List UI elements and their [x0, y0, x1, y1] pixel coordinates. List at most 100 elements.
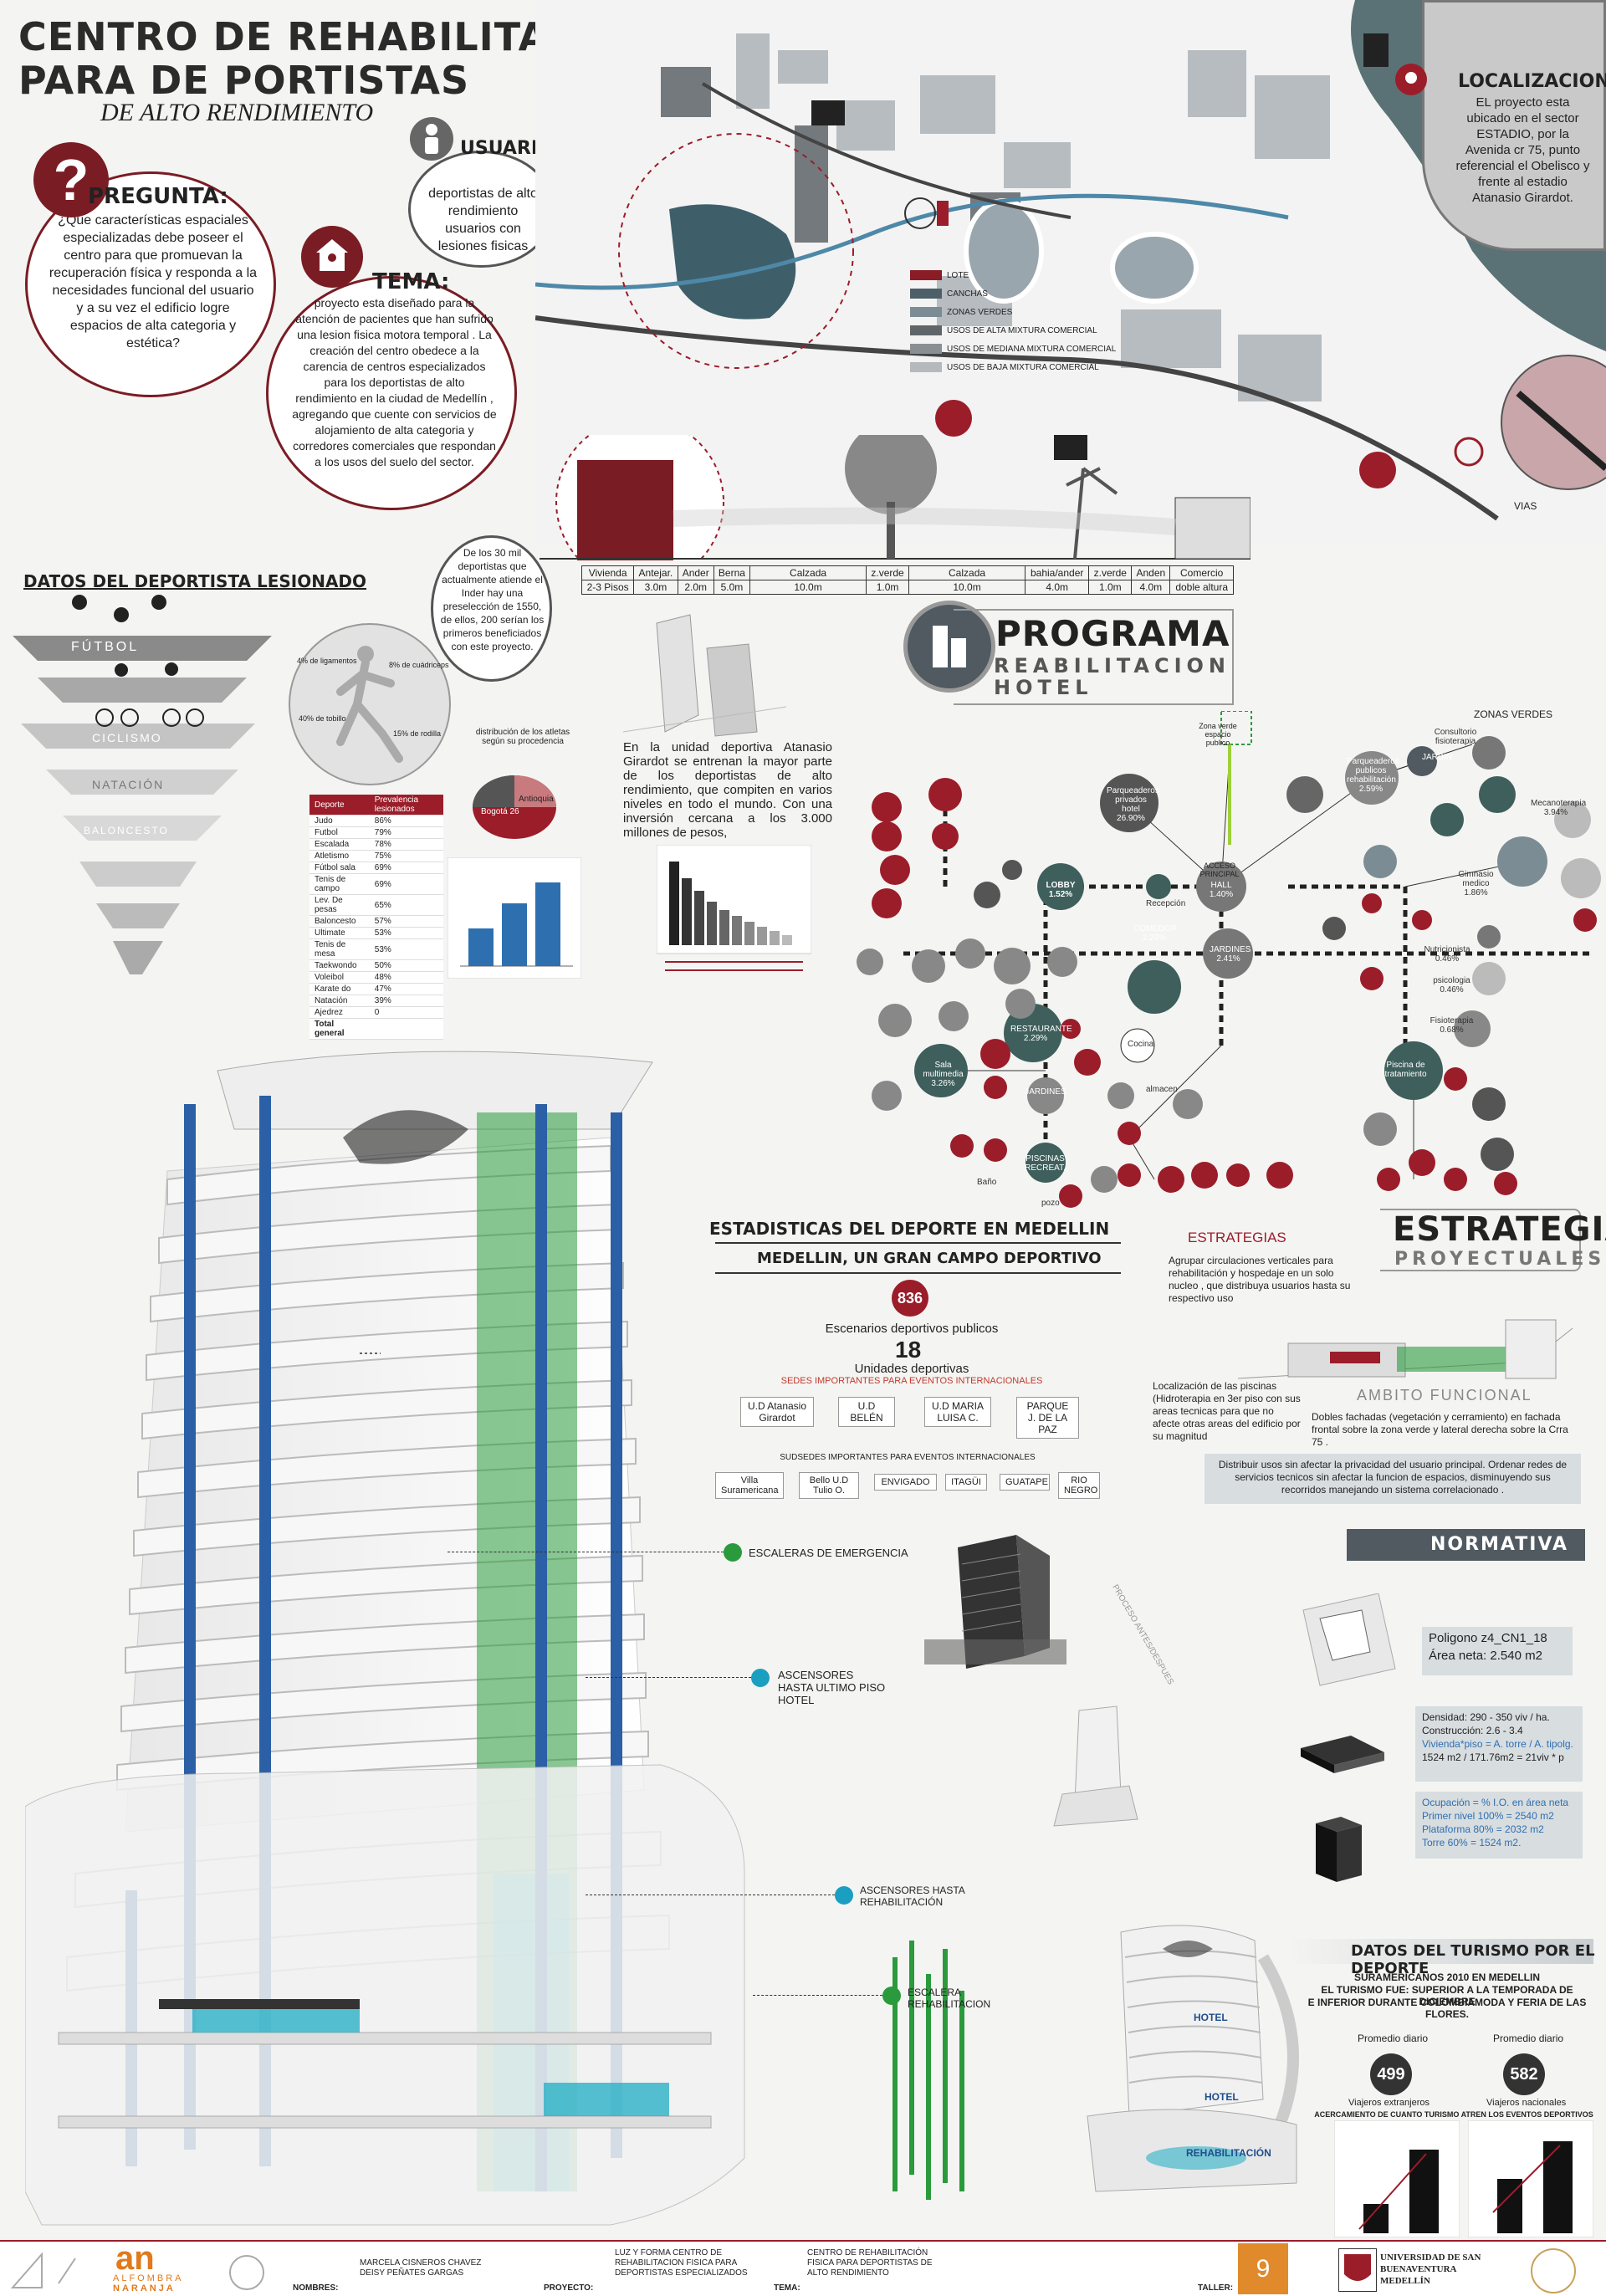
taller-label: TALLER: — [1198, 2283, 1234, 2293]
question-icon: ? — [33, 142, 109, 217]
logo-mark: an — [115, 2240, 155, 2277]
quality-seal-icon — [1531, 2248, 1576, 2293]
localizacion-text: EL proyecto esta ubicado en el sector ES… — [1455, 95, 1590, 205]
street-section — [540, 435, 1251, 560]
normativa-bar: NORMATIVA — [1347, 1529, 1585, 1561]
logo-line2: NARANJA — [113, 2283, 176, 2293]
legend-item: USOS DE ALTA MIXTURA COMERCIAL — [910, 321, 1116, 340]
programa-icon — [903, 601, 995, 693]
recepcion-label: Recepción — [1146, 899, 1186, 908]
logo-line1: ALFOMBRA — [113, 2273, 184, 2283]
parqueaderos2-node: Parqueaderos publicos rehabilitación 2.5… — [1347, 757, 1399, 794]
extranjeros-count: 499 — [1370, 2053, 1412, 2095]
fisioterapia-label: Fisioterapia 0.68% — [1430, 1016, 1474, 1035]
layer-baloncesto: BALONCESTO — [84, 825, 169, 836]
densidad-text: Densidad: 290 - 350 viv / ha. — [1422, 1711, 1550, 1723]
estadisticas-banner: MEDELLIN, UN GRAN CAMPO DEPORTIVO — [757, 1250, 1102, 1267]
legend-item: USOS DE MEDIANA MIXTURA COMERCIAL — [910, 340, 1116, 358]
psicologia-label: psicologia 0.46% — [1433, 976, 1470, 995]
subsede-box: Bello U.D Tulio O. — [799, 1472, 859, 1499]
turismo-bar — [1288, 1939, 1593, 1964]
construccion-text: Construcción: 2.6 - 3.4 — [1422, 1725, 1523, 1736]
escenarios-label: Escenarios deportivos publicos — [825, 1322, 999, 1336]
restaurante-node: RESTAURANTE 2.29% — [1010, 1025, 1072, 1043]
university-crest-icon — [1338, 2248, 1377, 2292]
estrategia-text2: Localización de las piscinas (Hidroterap… — [1153, 1380, 1301, 1442]
polygon-diagram — [1302, 1593, 1396, 1686]
location-pin-icon — [1395, 64, 1427, 95]
programa-title: PROGRAMA — [995, 613, 1230, 654]
torre-text: Torre 60% = 1524 m2. — [1422, 1837, 1522, 1849]
deportista-title: DATOS DEL DEPORTISTA LESIONADO — [23, 571, 367, 591]
escaleras-bullet — [724, 1543, 742, 1562]
legend-item: USOS DE BAJA MIXTURA COMERCIAL — [910, 358, 1116, 376]
building-render — [25, 1051, 745, 2226]
densidad-box: Densidad: 290 - 350 viv / ha. Construcci… — [1415, 1706, 1583, 1782]
platform-block — [1301, 1736, 1384, 1773]
estrategia-text3: Dobles fachadas (vegetación y cerramient… — [1312, 1411, 1568, 1448]
callout-line — [586, 1677, 751, 1678]
inder-circle: De los 30 mil deportistas que actualment… — [431, 535, 552, 682]
nacionales-label: Viajeros nacionales — [1486, 2098, 1567, 2108]
layer-natacion: NATACIÓN — [92, 778, 165, 791]
layer-futbol: FÚTBOL — [71, 640, 140, 654]
primer-nivel-text: Primer nivel 100% = 2540 m2 — [1422, 1810, 1554, 1822]
escaleras-label: ESCALERAS DE EMERGENCIA — [749, 1547, 908, 1559]
tower-block — [1316, 1817, 1362, 1882]
programa-subtitle2: HOTEL — [994, 676, 1093, 699]
injury-label: 40% de tobillo — [299, 714, 346, 723]
vias-label: VIAS — [1514, 500, 1537, 512]
comedor-node: COMEDOR 2.29% — [1133, 924, 1178, 943]
jardin-node: JARDIN — [1422, 753, 1453, 762]
tema-icon — [301, 226, 363, 288]
tower-sketch — [623, 614, 786, 737]
ascensores-hotel-label: ASCENSORES HASTA ULTIMO PISO HOTEL — [778, 1669, 886, 1706]
piscinas-node: PISCINAS RECREAT. — [1025, 1154, 1066, 1173]
tema-footer-label: TEMA: — [774, 2283, 800, 2293]
almacen-label: almacen — [1146, 1085, 1178, 1094]
sala-node: Sala multimedia 3.26% — [923, 1061, 964, 1088]
callout-line — [753, 1995, 882, 1996]
plataforma-text: Plataforma 80% = 2032 m2 — [1422, 1823, 1544, 1835]
unidades-count: 18 — [895, 1337, 922, 1363]
hotel-label-2: HOTEL — [1204, 2091, 1239, 2103]
page-number: 9 — [1238, 2243, 1288, 2294]
turismo-chart-caption: ACERCAMIENTO DE CUANTO TURISMO ATREN LOS… — [1314, 2110, 1593, 2119]
sport-layers-diagram — [13, 595, 272, 974]
ocupacion-box: Ocupación = % I.O. en área neta Primer n… — [1415, 1792, 1583, 1859]
tema-footer-value: CENTRO DE REHABILITACIÓN FISICA PARA DEP… — [807, 2248, 933, 2278]
pie-label: Bogotá 26 — [481, 807, 519, 816]
lobby-node: LOBBY 1.52% — [1046, 881, 1076, 899]
proceso-label: PROCESO ANTES/DESPUES — [1110, 1583, 1175, 1687]
nombres-value: MARCELA CISNEROS CHAVEZ DEISY PEÑATES GA… — [360, 2258, 482, 2278]
user-icon — [410, 117, 453, 161]
usuario-text: deportistas de alto rendimiento usuarios… — [428, 187, 538, 253]
zona-verde-label: Zona verde espacio publico — [1199, 722, 1237, 747]
university-name: UNIVERSIDAD DE SAN BUENAVENTURA MEDELLÍN — [1380, 2253, 1481, 2286]
zonas-verdes-label: ZONAS VERDES — [1474, 708, 1553, 720]
escalera-rehab-bullet — [882, 1987, 901, 2005]
estrategias-subtitle: PROYECTUALES — [1394, 1249, 1606, 1270]
piscina-tratamiento-node: Piscina de tratamiento — [1384, 1061, 1427, 1079]
inder-text: De los 30 mil deportistas que actualment… — [440, 547, 545, 652]
estrategia-text1: Agrupar circulaciones verticales para re… — [1169, 1255, 1351, 1304]
estrategias-title: ESTRATEGIAS — [1393, 1210, 1606, 1249]
estrategias-label: ESTRATEGIAS — [1188, 1230, 1286, 1245]
athletes-bar-chart — [448, 857, 581, 979]
escenarios-count: 836 — [892, 1280, 928, 1317]
building-render-small — [1087, 1925, 1299, 2192]
ambito-label: AMBITO FUNCIONAL — [1357, 1387, 1532, 1404]
